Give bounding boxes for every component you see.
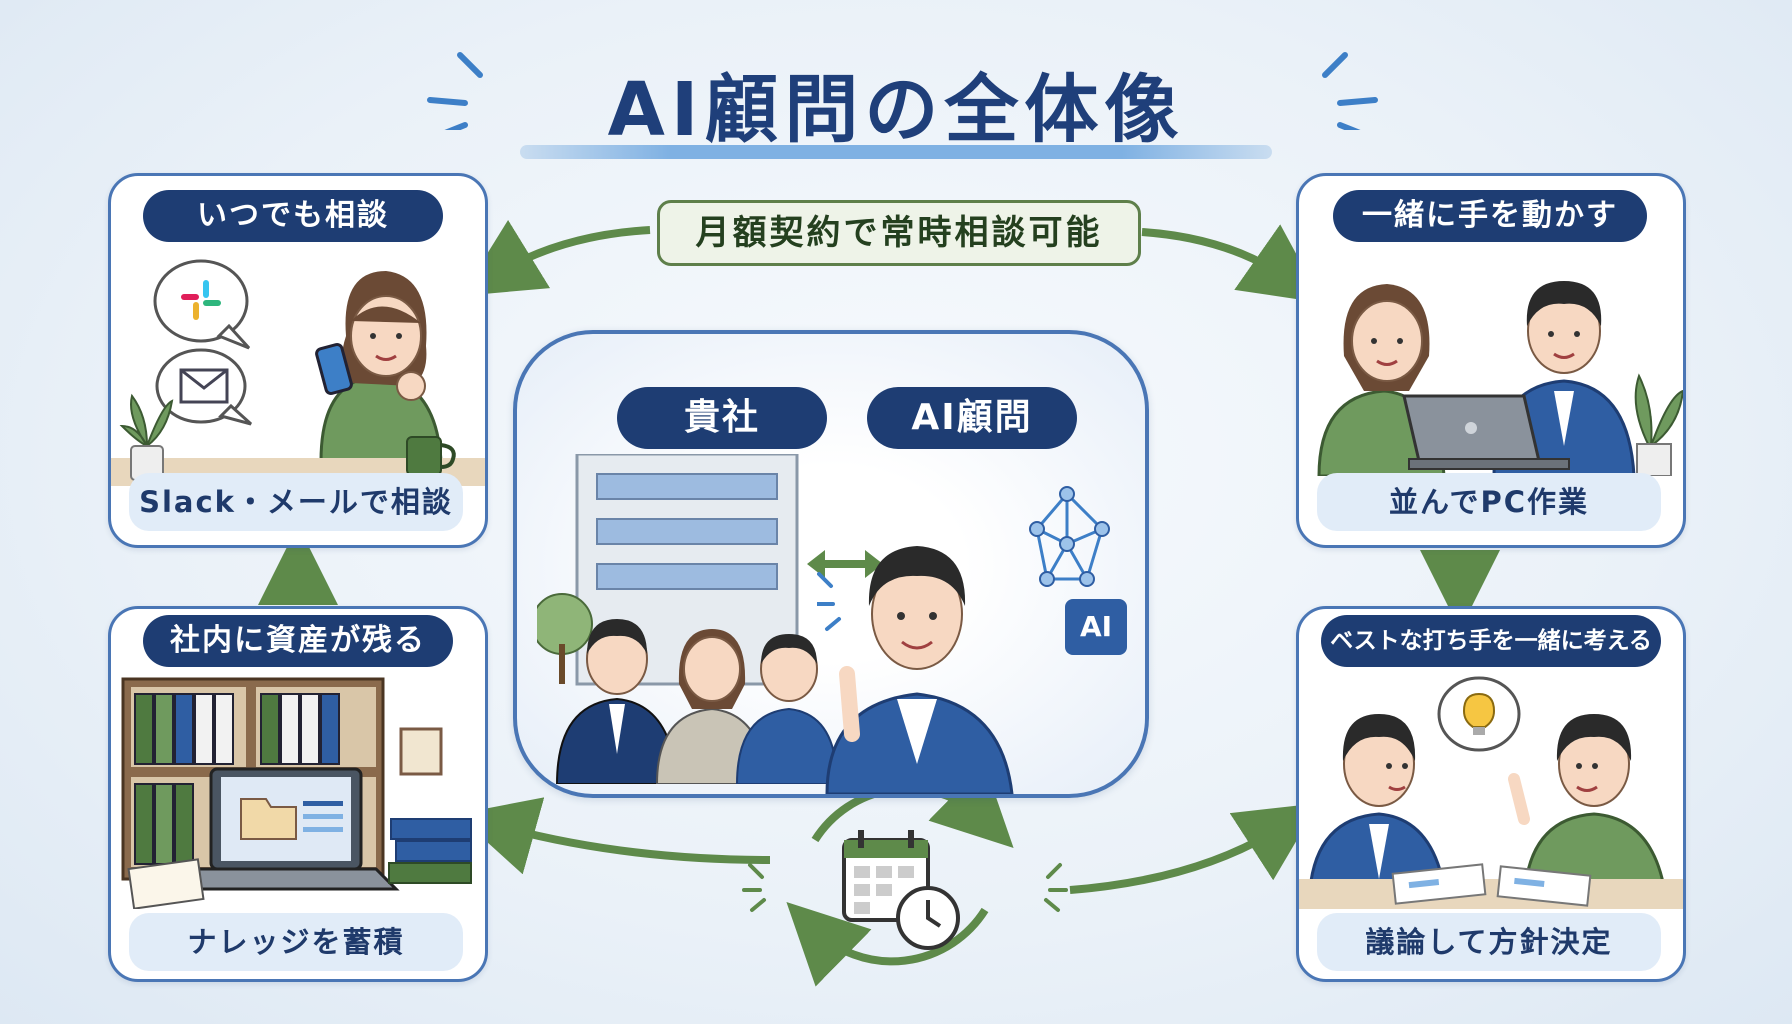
ai-network-icon: [1029, 486, 1110, 587]
company-team-illustration: [537, 454, 837, 784]
panel-decide-strategy: ベストな打ち手を一緒に考える 議論して方針決定: [1296, 606, 1686, 982]
panel-anytime-consult: いつでも相談 Slack・メールで相談: [108, 173, 488, 548]
panel-pill-assets: 社内に資産が残る: [143, 615, 453, 667]
panel-work-together: 一緒に手を動かす 並んでPC作業: [1296, 173, 1686, 548]
panel-caption-pc-work: 並んでPC作業: [1317, 473, 1661, 531]
page-title: AI顧問の全体像: [607, 67, 1185, 153]
chat-bubbles: [153, 259, 253, 426]
panel-caption-knowledge: ナレッジを蓄積: [129, 913, 463, 971]
panel-pill-anytime: いつでも相談: [143, 190, 443, 242]
sparkle-right-icon: [1322, 52, 1378, 130]
ai-advisor-illustration: [817, 546, 1014, 794]
panel-pill-best-strategy: ベストな打ち手を一緒に考える: [1321, 615, 1661, 667]
panel-caption-decide: 議論して方針決定: [1317, 913, 1661, 971]
panel-pill-work-together: 一緒に手を動かす: [1333, 190, 1647, 242]
sparkle-cycle-left-icon: [742, 863, 766, 912]
mail-icon: [179, 368, 229, 404]
calendar-clock-icon: [842, 830, 960, 950]
discussion-illustration: [1299, 676, 1683, 909]
title-underline: [520, 145, 1272, 159]
label-your-company: 貴社: [617, 387, 827, 449]
two-way-arrow-icon: [807, 550, 883, 578]
monthly-contract-label: 月額契約で常時相談可能: [657, 200, 1141, 266]
sparkle-cycle-right-icon: [1044, 863, 1068, 912]
slack-icon: [181, 280, 221, 320]
bookshelf-laptop-illustration: [121, 677, 472, 909]
ai-badge: AI: [1065, 599, 1127, 655]
center-panel-company-ai: 貴社 AI顧問: [513, 330, 1149, 798]
panel-caption-slack-mail: Slack・メールで相談: [129, 473, 463, 531]
pair-at-pc-illustration: [1317, 281, 1683, 476]
panel-knowledge-assets: 社内に資産が残る: [108, 606, 488, 982]
label-ai-advisor: AI顧問: [867, 387, 1077, 449]
sparkle-left-icon: [427, 52, 483, 130]
